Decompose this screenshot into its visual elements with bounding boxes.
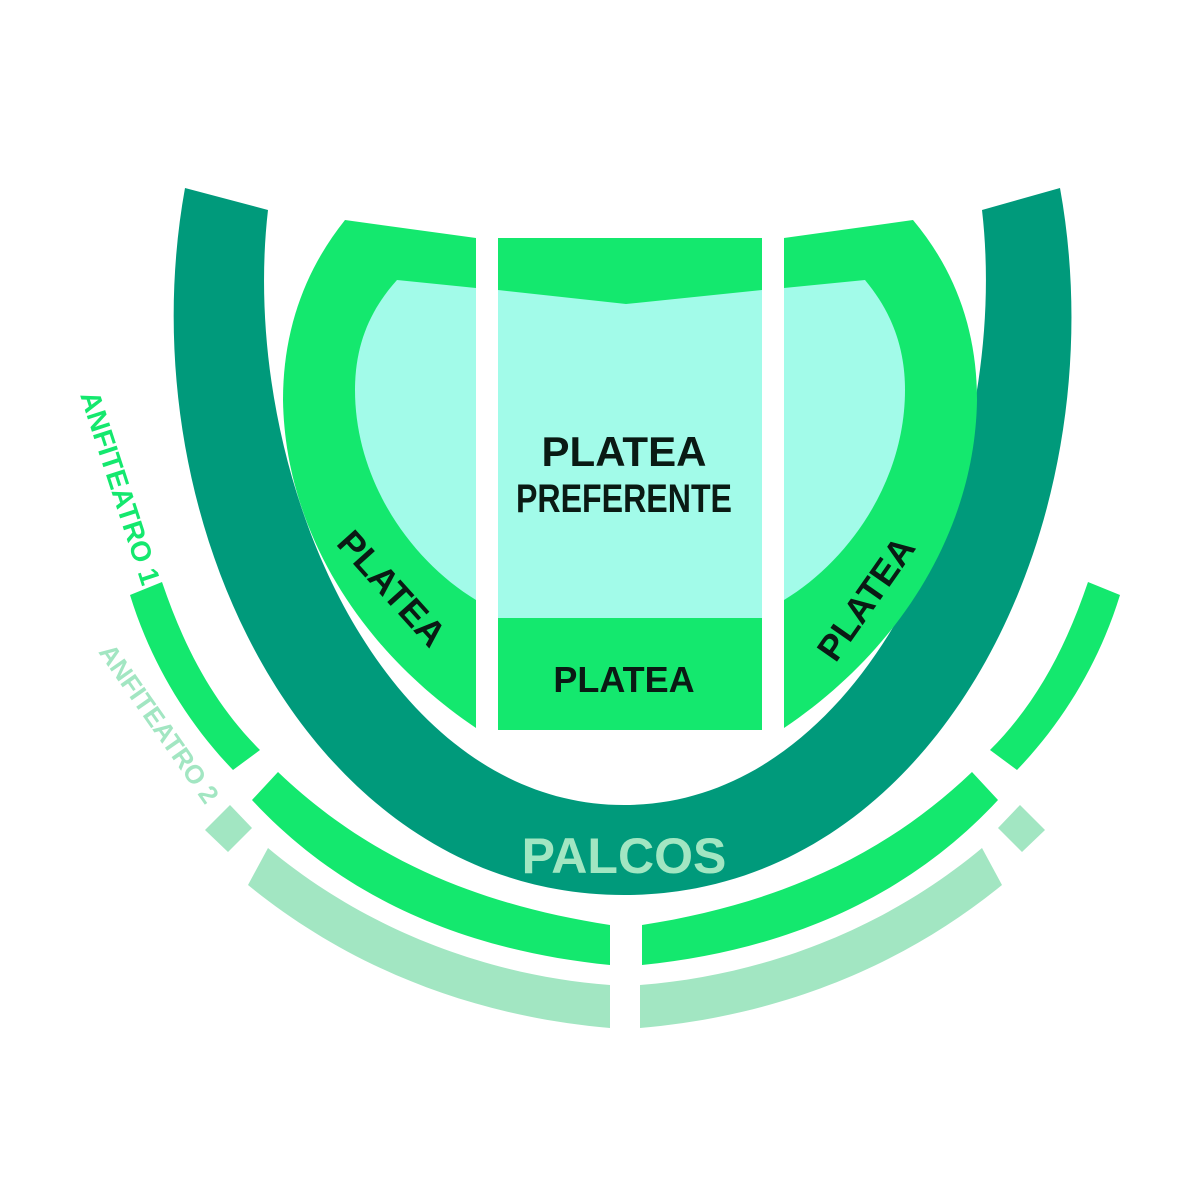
section-platea-center[interactable]: [498, 618, 762, 730]
section-platea-top[interactable]: [498, 238, 762, 304]
section-anfiteatro-1[interactable]: [130, 582, 1120, 965]
section-anfiteatro-2[interactable]: [205, 805, 1045, 1028]
label-platea-preferente-2: PREFERENTE: [516, 477, 732, 521]
label-platea-center: PLATEA: [553, 659, 694, 700]
label-platea-preferente-1: PLATEA: [542, 428, 707, 475]
section-palcos[interactable]: [173, 188, 1072, 895]
section-platea-left-inner[interactable]: [355, 280, 476, 600]
label-anfiteatro-1: ANFITEATRO 1: [74, 387, 166, 588]
section-platea-right-inner[interactable]: [784, 280, 905, 600]
section-platea-preferente[interactable]: [498, 285, 762, 620]
label-palcos: PALCOS: [522, 828, 727, 884]
